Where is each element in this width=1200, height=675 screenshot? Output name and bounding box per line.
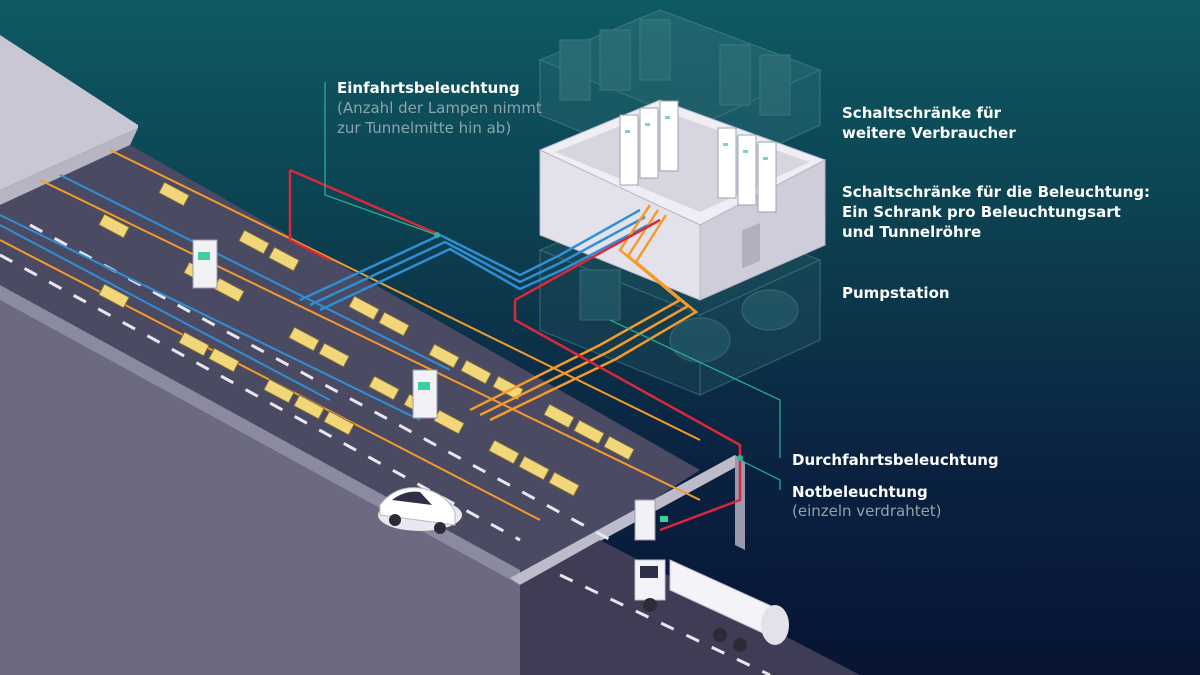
car-icon xyxy=(378,487,462,534)
emergency-door-icon xyxy=(192,239,656,541)
emergency-feeder xyxy=(288,168,742,532)
pump-station-label: Pumpstation xyxy=(842,284,950,302)
leader-lines xyxy=(324,82,781,490)
through-feeder xyxy=(469,204,699,422)
emergency-lighting-note: (einzeln verdrahtet) xyxy=(792,502,942,520)
tunnel-inner-wall xyxy=(0,128,138,205)
entrance-lighting-note: (Anzahl der Lampen nimmt zur Tunnelmitte… xyxy=(337,99,542,137)
emergency-lighting-label: Notbeleuchtung xyxy=(792,483,928,501)
entrance-feeder xyxy=(299,208,651,312)
tanker-truck-icon xyxy=(634,559,789,652)
tunnel-outer-wall xyxy=(0,300,520,675)
cabinets-lighting-label: Schaltschränke für die Beleuchtung: Ein … xyxy=(842,183,1151,241)
cabinets-other-label: Schaltschränke für weitere Verbraucher xyxy=(842,104,1016,142)
cabinet-group-left xyxy=(619,100,679,186)
cabinet-room-door xyxy=(742,222,760,269)
tunnel-road-surface xyxy=(0,145,700,585)
entrance-lighting-label: Einfahrtsbeleuchtung xyxy=(337,79,520,97)
tunnel-top-edge xyxy=(0,35,138,190)
cabinet-group-right xyxy=(717,127,777,213)
entrance-lighting-cables xyxy=(0,174,451,421)
lighting-cabinet-room xyxy=(538,99,827,301)
through-lighting-label: Durchfahrtsbeleuchtung xyxy=(792,451,999,469)
